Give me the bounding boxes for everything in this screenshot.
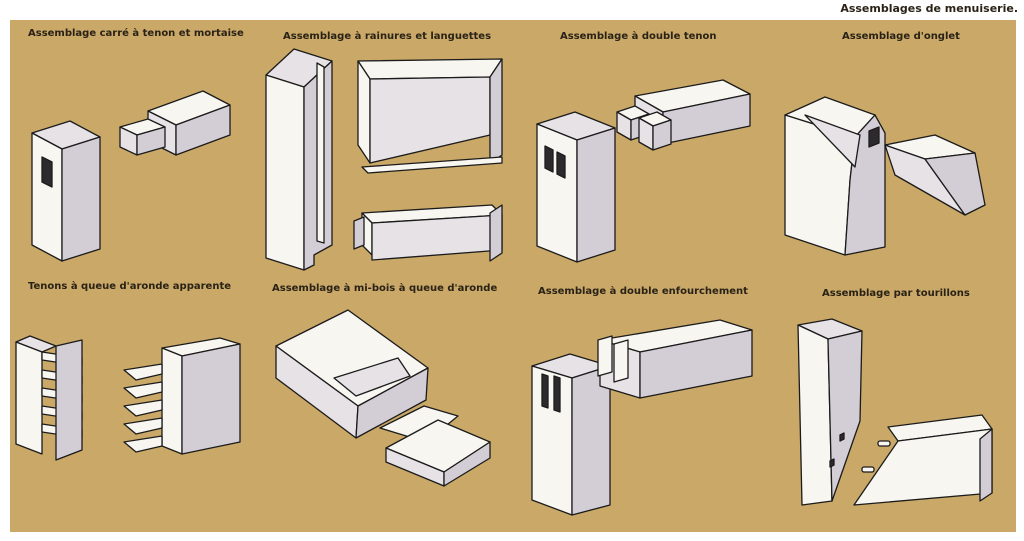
joint-label-double-bridle: Assemblage à double enfourchement <box>538 286 748 297</box>
through-dovetail-figure <box>15 335 241 461</box>
tongue-groove-figure <box>265 48 503 271</box>
mortise-tenon-figure <box>31 90 231 262</box>
dovetail-halving-figure <box>275 309 491 487</box>
double-tenon-figure <box>536 79 751 263</box>
mitre-figure <box>784 96 986 256</box>
dowel-figure <box>797 318 993 506</box>
joint-label-double-tenon: Assemblage à double tenon <box>560 31 717 42</box>
joint-label-through-dovetail: Tenons à queue d'aronde apparente <box>28 281 232 292</box>
joint-label-dowel: Assemblage par tourillons <box>822 288 970 299</box>
joint-label-dovetail-halving: Assemblage à mi-bois à queue d'aronde <box>272 283 498 294</box>
dovetail-pins <box>123 363 163 453</box>
joint-label-tongue-groove: Assemblage à rainures et languettes <box>283 31 492 42</box>
joint-label-mortise-tenon: Assemblage carré à tenon et mortaise <box>28 28 244 39</box>
double-bridle-figure <box>531 319 753 516</box>
plate-title: Assemblages de menuiserie. <box>840 2 1018 15</box>
joint-label-mitre: Assemblage d'onglet <box>842 31 960 42</box>
